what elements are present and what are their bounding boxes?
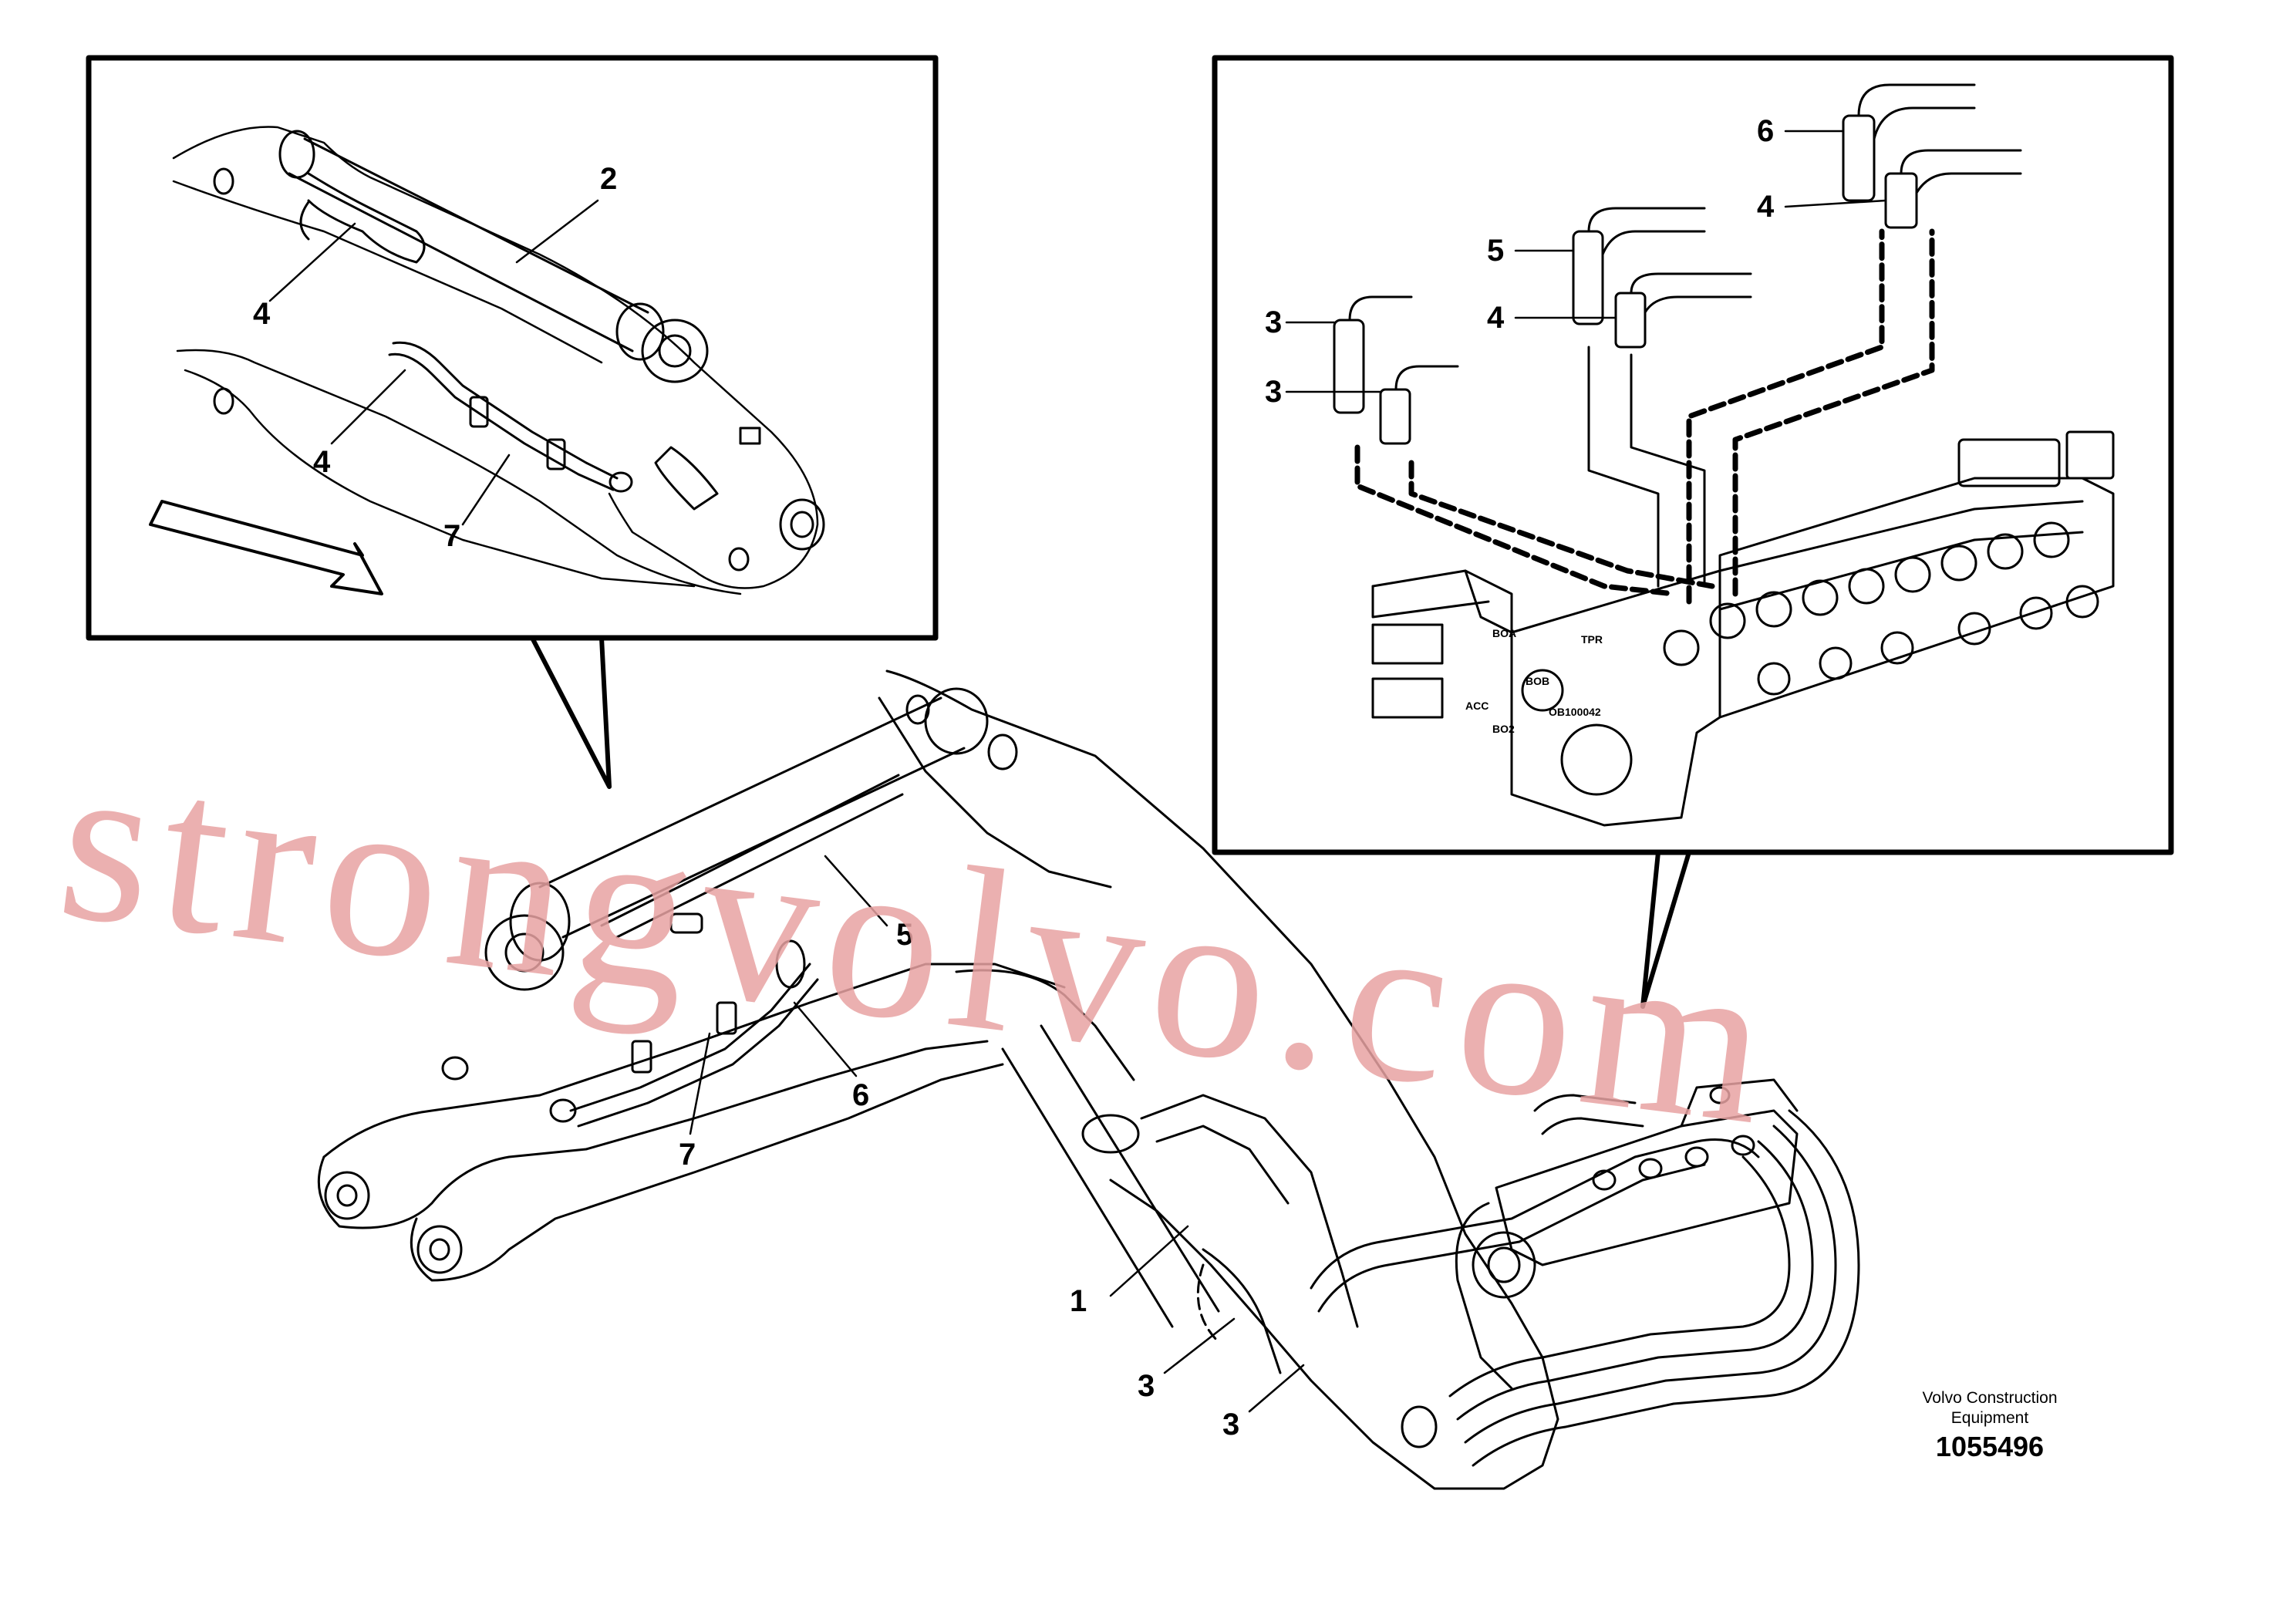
callout-1: 1 (1070, 1284, 1087, 1318)
callout-3: 3 (1138, 1369, 1155, 1403)
callout-3: 3 (1265, 375, 1282, 409)
callout-4: 4 (313, 445, 331, 479)
callout-3: 3 (1265, 305, 1282, 339)
company-name-line2: Equipment (1950, 1409, 2029, 1427)
callout-4: 4 (253, 297, 271, 331)
valve-marking: BOB (1526, 675, 1549, 687)
drawing-number: 1055496 (1935, 1431, 2045, 1462)
valve-marking: OB100042 (1549, 706, 1601, 718)
callout-2: 2 (600, 162, 617, 196)
callout-labels: 2 4 4 7 6 4 5 3 4 3 5 6 7 1 3 3 (253, 114, 1775, 1442)
drawing-caption: Volvo Construction Equipment 1055496 (1866, 1388, 2113, 1465)
callout-7: 7 (443, 519, 460, 553)
valve-marking: BO2 (1492, 723, 1515, 735)
valve-marking: ACC (1465, 700, 1489, 712)
watermark-text: strongvolvo.com (48, 710, 1790, 1175)
detail-box-boom-cylinder (86, 55, 939, 789)
callout-7: 7 (679, 1138, 696, 1172)
callout-6: 6 (852, 1078, 869, 1112)
callout-5: 5 (1487, 234, 1504, 268)
callout-5: 5 (896, 918, 913, 952)
detail-box-control-valve (1212, 55, 2174, 1009)
valve-markings: BOA BOB TPR ACC BO2 OB100042 (1465, 627, 1603, 735)
callout-4: 4 (1487, 301, 1505, 335)
valve-marking: TPR (1581, 633, 1603, 646)
valve-marking: BOA (1492, 627, 1516, 639)
callout-4: 4 (1757, 190, 1775, 224)
callout-6: 6 (1757, 114, 1774, 148)
company-name: Volvo Construction (1922, 1389, 2058, 1407)
main-boom-assembly (317, 669, 1860, 1490)
callout-3: 3 (1222, 1408, 1239, 1442)
